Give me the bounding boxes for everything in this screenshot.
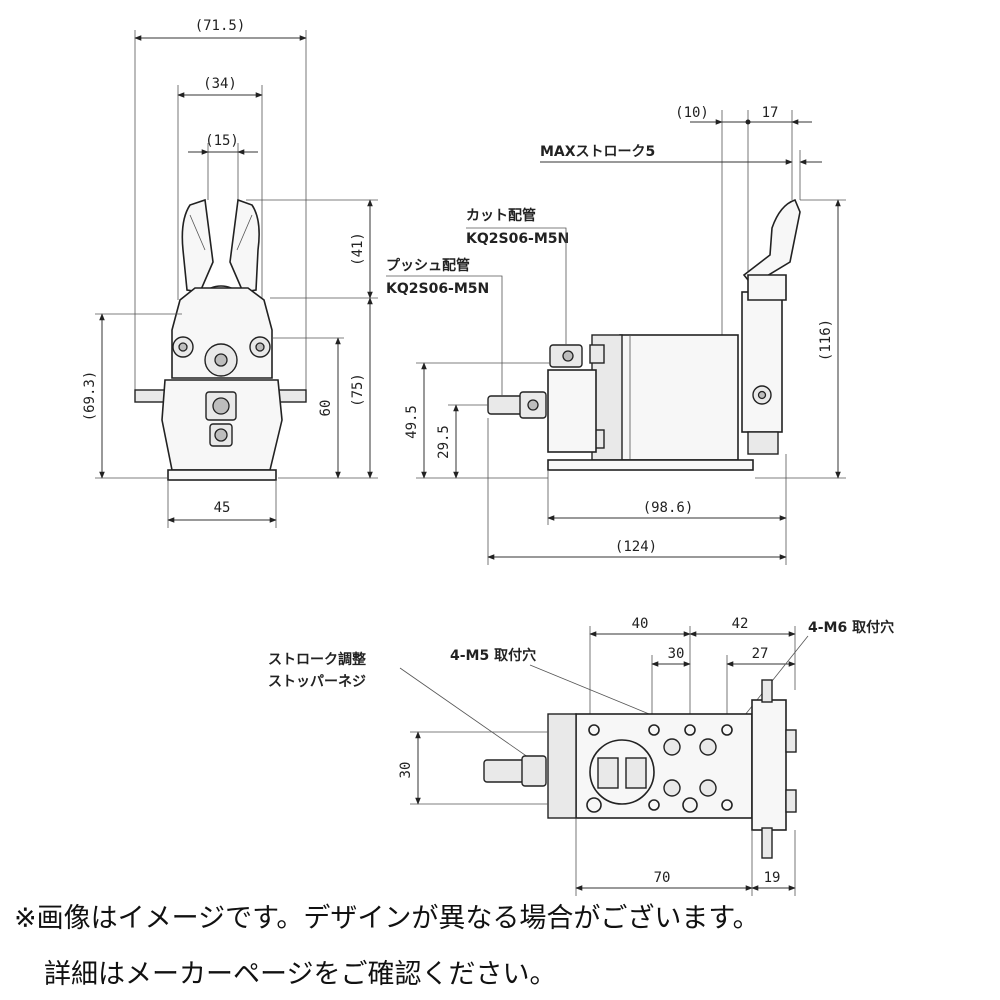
dim-49-5: 49.5: [404, 405, 420, 439]
dim-42: 42: [732, 616, 749, 632]
push-pipe-part: KQ2S06-M5N: [386, 281, 489, 297]
front-view: (71.5) (34) (15): [82, 18, 378, 528]
dim-27: 27: [752, 646, 769, 662]
dim-height-60: 60: [318, 400, 334, 417]
m5-label: 4-M5 取付穴: [450, 647, 536, 664]
dim-30-side: 30: [398, 762, 414, 779]
dim-width-overall: (71.5): [195, 18, 246, 34]
dim-height-75: (75): [350, 373, 366, 407]
m6-label: 4-M6 取付穴: [808, 619, 894, 636]
cut-pipe-part: KQ2S06-M5N: [466, 231, 569, 247]
dim-base-width: 45: [214, 500, 231, 516]
dim-width-jaw: (34): [203, 76, 237, 92]
dim-29-5: 29.5: [436, 425, 452, 459]
image-disclaimer: ※画像はイメージです。デザインが異なる場合がございます。: [14, 903, 760, 934]
dim-98-6: (98.6): [643, 500, 694, 516]
dim-width-jaw-inner: (15): [205, 133, 239, 149]
dim-30-top: 30: [668, 646, 685, 662]
max-stroke-label: MAXストローク5: [540, 144, 655, 160]
dim-40: 40: [632, 616, 649, 632]
dim-124: (124): [615, 539, 657, 555]
dim-offset-10: (10): [675, 105, 709, 121]
stroke-adjust-line1: ストローク調整: [268, 651, 367, 668]
push-pipe-label: プッシュ配管: [386, 257, 470, 274]
dim-height-116: (116): [818, 319, 834, 361]
dim-height-total: (69.3): [82, 371, 98, 422]
cut-pipe-label: カット配管: [466, 207, 536, 224]
stroke-adjust-line2: ストッパーネジ: [268, 674, 366, 690]
dim-19: 19: [764, 870, 781, 886]
dim-70: 70: [654, 870, 671, 886]
bottom-view: 40 42 30 27 4-M5 取付穴 4-M6 取付穴 ストローク調整 スト…: [268, 616, 894, 896]
side-view: (10) 17 MAXストローク5 カット配管 KQ2S06-M5N プッシ: [386, 105, 846, 565]
dim-jaw-height: (41): [350, 232, 366, 266]
dim-17: 17: [762, 105, 779, 121]
manufacturer-note: 詳細はメーカーページをご確認ください。: [44, 959, 557, 990]
